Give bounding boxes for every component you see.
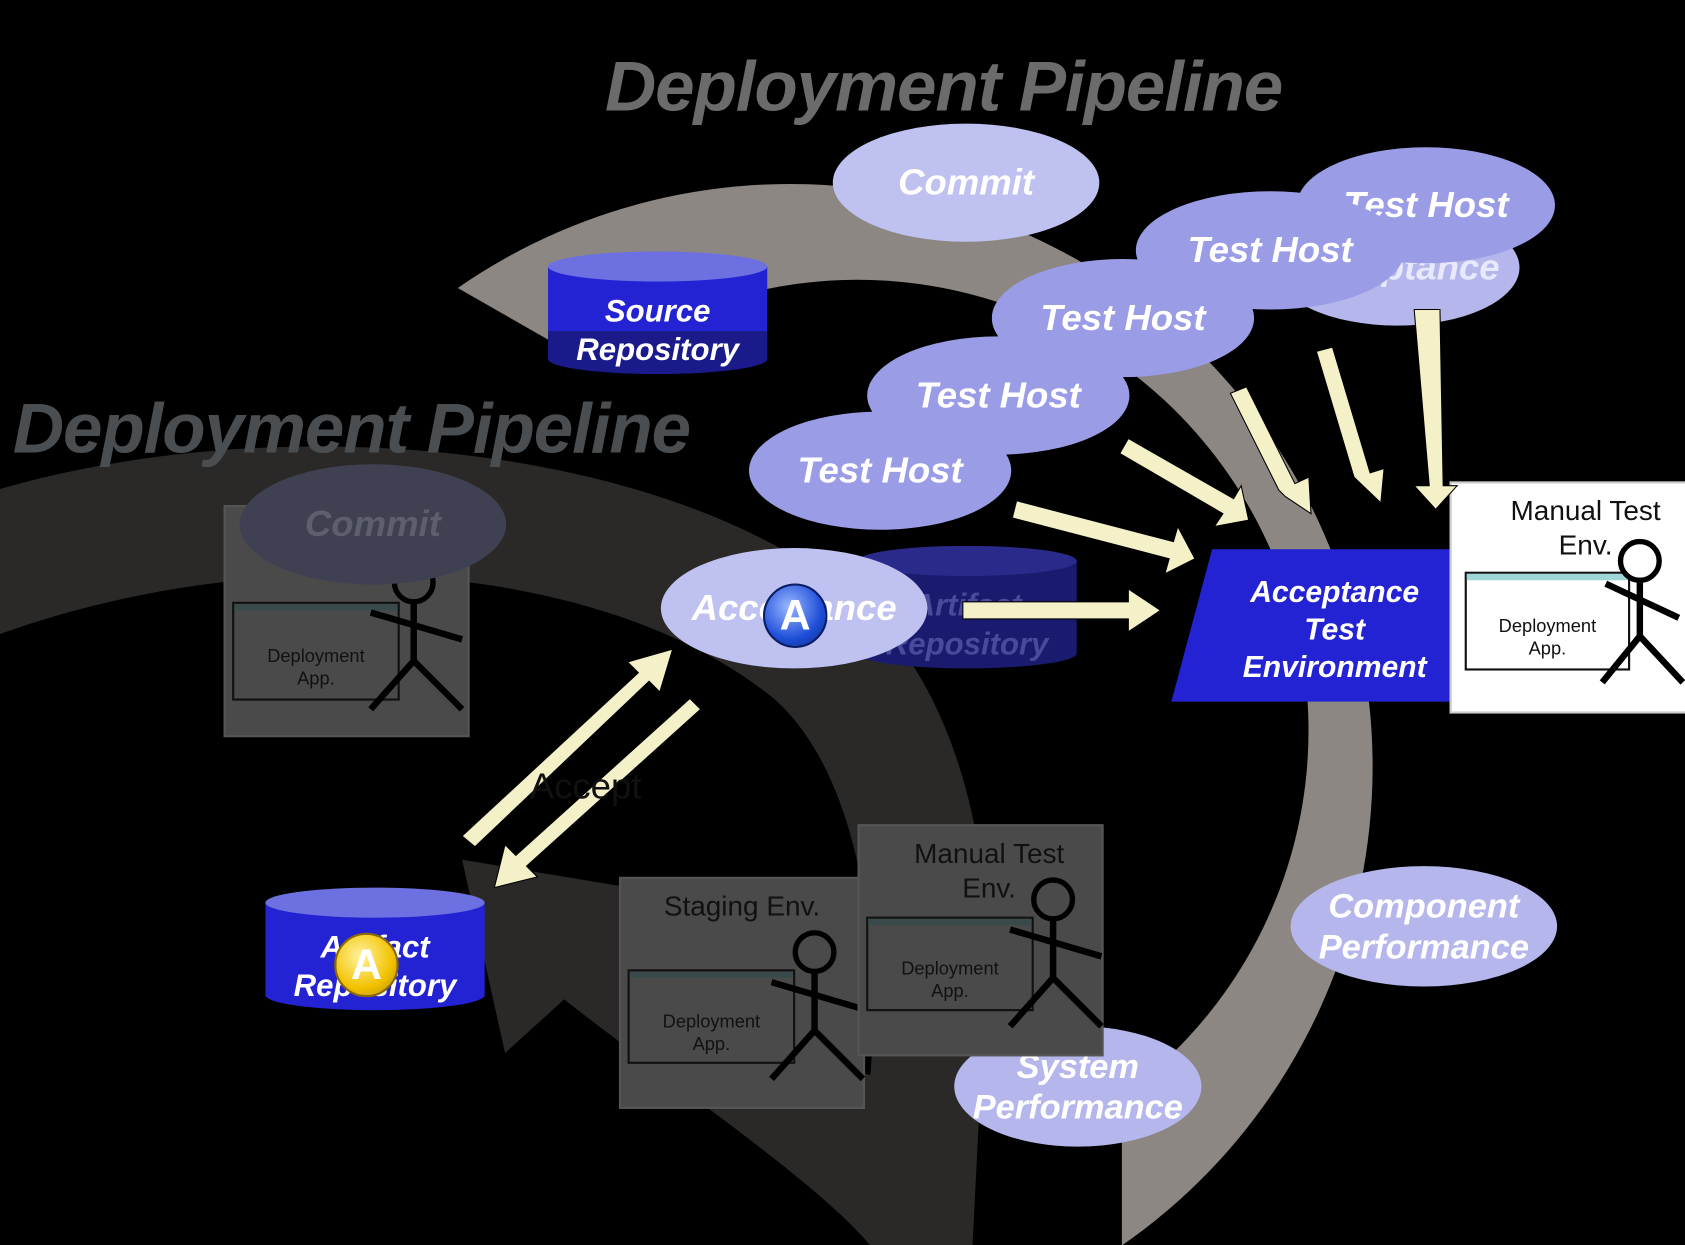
artifact-badge: A (334, 932, 399, 998)
accept-arrow-label: Accept (529, 766, 642, 808)
arrow-acceptance-to-repo (493, 697, 702, 889)
arrow-artifact-to-env (962, 587, 1162, 633)
arrow-host4-to-env (1315, 346, 1385, 505)
staging-env[interactable]: Staging Env. Deployment App. (618, 876, 866, 1109)
back-commit-stage[interactable]: Commit (832, 123, 1100, 242)
component-performance-stage[interactable]: Component Performance (1290, 866, 1558, 987)
arrow-host2-to-env (1119, 437, 1250, 528)
source-repository[interactable]: Source Repository (548, 251, 768, 374)
test-host-4[interactable]: Test Host (1135, 191, 1405, 310)
manual-test-env-white-app-label: Deployment App. (1498, 615, 1597, 659)
manual-test-env-white[interactable]: Manual Test Env. Deployment App. (1449, 481, 1685, 714)
manual-test-env-dark-figure (1007, 877, 1104, 1029)
manual-test-env-dark[interactable]: Manual Test Env. Deployment App. (857, 824, 1104, 1057)
manual-test-env-dark-app-label: Deployment App. (901, 958, 999, 1002)
acceptance-env-label: Acceptance Test Environment (1242, 574, 1427, 684)
source-repository-label: Source Repository (576, 294, 740, 368)
back-pipeline-title: Deployment Pipeline (604, 46, 1283, 126)
staging-env-title: Staging Env. (663, 889, 821, 923)
front-pipeline-title: Deployment Pipeline (12, 387, 691, 468)
test-host-1[interactable]: Test Host (748, 411, 1012, 530)
manual-test-env-white-title: Manual Test Env. (1510, 494, 1661, 561)
left-env-app: Deployment App. (232, 601, 400, 701)
arrow-host3-to-env (1229, 386, 1312, 515)
acceptance-badge: A (762, 583, 828, 648)
acceptance-env-shape (1171, 549, 1498, 702)
acceptance-test-environment[interactable]: Acceptance Test Environment (1171, 549, 1498, 702)
manual-test-env-dark-app: Deployment App. (866, 916, 1034, 1012)
manual-tester-figure (1599, 538, 1685, 685)
arrow-repo-to-acceptance (461, 648, 674, 848)
staging-env-app: Deployment App. (627, 969, 796, 1064)
arrow-host1-to-env (1011, 500, 1196, 575)
staging-env-figure (769, 930, 866, 1082)
left-env-app-label: Deployment App. (267, 645, 365, 690)
front-commit-stage[interactable]: Commit (239, 464, 507, 585)
manual-test-env-dark-title: Manual Test Env. (914, 837, 1065, 904)
staging-env-app-label: Deployment App. (662, 1011, 761, 1055)
manual-test-env-white-app: Deployment App. (1464, 571, 1631, 671)
arrow-host5-to-env (1412, 308, 1459, 511)
